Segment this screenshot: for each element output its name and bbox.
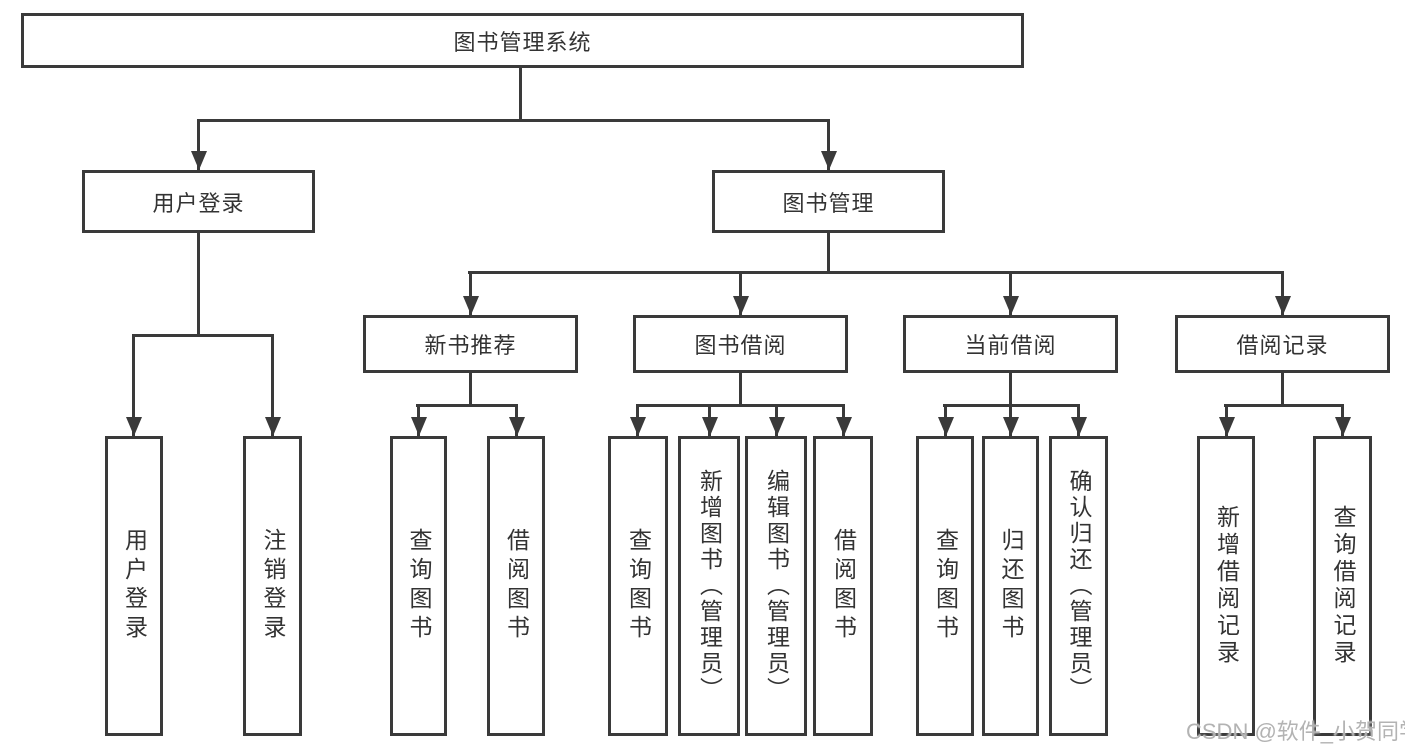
leaf-user-login: 用户登录	[105, 436, 163, 736]
connector-stem-book-mgmt	[827, 233, 830, 274]
arrow-to-bb-borrow	[842, 405, 845, 436]
arrow-to-nb-borrow	[515, 405, 518, 436]
leaf-borrow-add-books-admin: 新增图书（管理员）	[678, 436, 740, 736]
connector-stem-root	[519, 68, 522, 121]
arrow-to-cb-confirm	[1077, 405, 1080, 436]
node-root-library-system: 图书管理系统	[21, 13, 1024, 68]
csdn-watermark: CSDN @软件_小贺同学	[1186, 719, 1405, 744]
arrow-to-book-mgmt	[827, 120, 830, 170]
connector-stem-user-login	[197, 233, 200, 337]
leaf-current-query-books: 查询图书	[916, 436, 974, 736]
connector-bus-borrow-records	[1224, 404, 1344, 407]
leaf-borrow-query-books: 查询图书	[608, 436, 668, 736]
connector-bus-book-mgmt	[468, 271, 1284, 274]
arrow-to-bb-edit	[775, 405, 778, 436]
connector-stem-current-borrow	[1009, 373, 1012, 407]
connector-bus-book-borrow	[636, 404, 845, 407]
connector-bus-level2	[197, 119, 830, 122]
arrow-to-book-borrow	[739, 272, 742, 315]
arrow-to-cb-return	[1009, 405, 1012, 436]
arrow-to-cb-query	[944, 405, 947, 436]
connector-bus-user-login	[132, 334, 274, 337]
node-current-borrow: 当前借阅	[903, 315, 1118, 373]
node-borrow-records: 借阅记录	[1175, 315, 1390, 373]
leaf-current-confirm-return-admin: 确认归还（管理员）	[1049, 436, 1108, 736]
leaf-newbooks-borrow-books: 借阅图书	[487, 436, 545, 736]
connector-bus-new-books	[416, 404, 518, 407]
leaf-records-add-record: 新增借阅记录	[1197, 436, 1255, 736]
node-new-book-recommend: 新书推荐	[363, 315, 578, 373]
leaf-current-return-books: 归还图书	[982, 436, 1039, 736]
arrow-to-leaf-logout	[271, 335, 274, 436]
leaf-records-query-record: 查询借阅记录	[1313, 436, 1372, 736]
arrow-to-user-login	[197, 120, 200, 170]
leaf-logout: 注销登录	[243, 436, 302, 736]
leaf-borrow-borrow-books: 借阅图书	[813, 436, 873, 736]
arrow-to-bb-query	[636, 405, 639, 436]
arrow-to-new-books	[469, 272, 472, 315]
node-user-login-branch: 用户登录	[82, 170, 315, 233]
leaf-borrow-edit-books-admin: 编辑图书（管理员）	[745, 436, 807, 736]
arrow-to-borrow-records	[1281, 272, 1284, 315]
arrow-to-br-add	[1225, 405, 1228, 436]
connector-stem-book-borrow	[739, 373, 742, 407]
arrow-to-leaf-user-login	[132, 335, 135, 436]
arrow-to-nb-query	[417, 405, 420, 436]
node-book-borrow: 图书借阅	[633, 315, 848, 373]
arrow-to-bb-add	[708, 405, 711, 436]
leaf-newbooks-query-books: 查询图书	[390, 436, 447, 736]
node-book-management-branch: 图书管理	[712, 170, 945, 233]
arrow-to-br-query	[1341, 405, 1344, 436]
arrow-to-current-borrow	[1009, 272, 1012, 315]
connector-stem-new-books	[469, 373, 472, 407]
connector-stem-borrow-records	[1281, 373, 1284, 407]
